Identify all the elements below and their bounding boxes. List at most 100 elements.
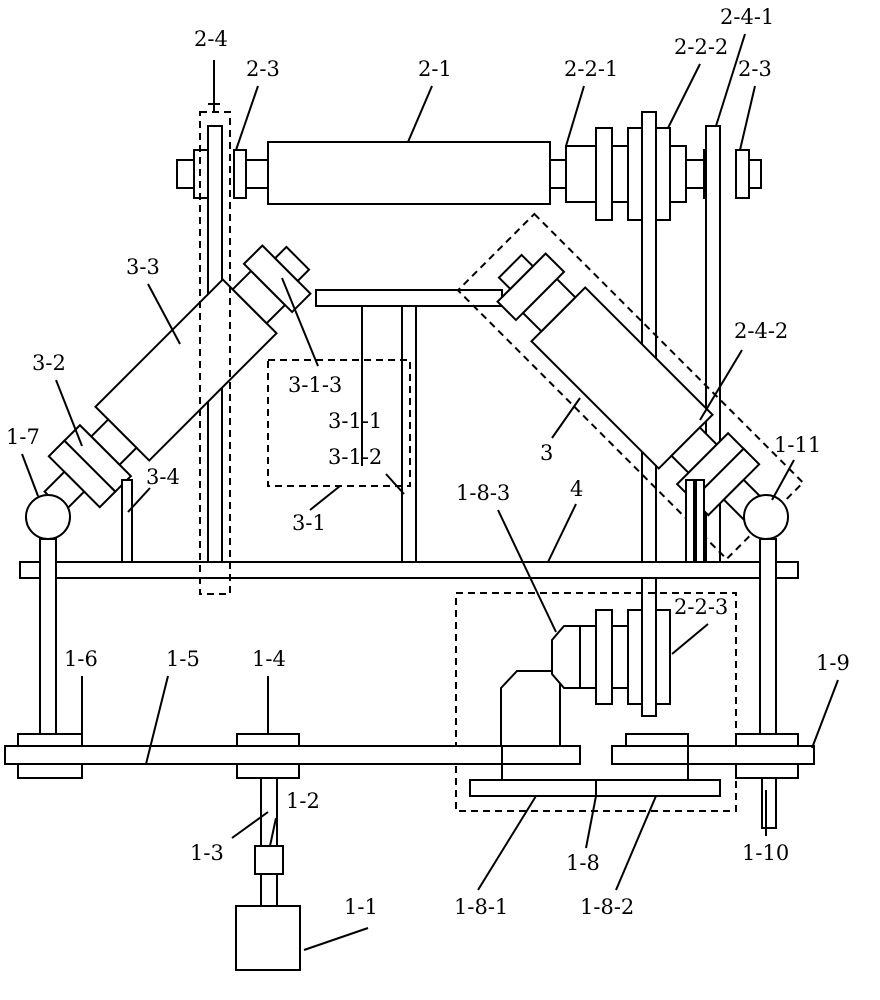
- lower-hub-2: [611, 625, 629, 689]
- shaft-1-3: [260, 777, 278, 847]
- leader-2-4-2: [699, 349, 743, 421]
- label-3-3: 3-3: [126, 255, 160, 279]
- label-2-2-1: 2-2-1: [564, 57, 618, 81]
- lower-hub-1: [579, 625, 597, 689]
- right-support-b: [695, 479, 705, 563]
- hub-2: [669, 145, 687, 203]
- leader-1-8-1: [477, 795, 537, 891]
- label-2-2-3: 2-2-3: [674, 595, 728, 619]
- label-1-7: 1-7: [6, 425, 40, 449]
- leader-2-2-2: [667, 63, 701, 129]
- motor-shaft: [260, 873, 278, 907]
- leader-1-8-3: [497, 509, 557, 633]
- leader-3-1-3: [281, 277, 319, 367]
- bearing-right-top: [625, 733, 689, 747]
- bearing-1-6-top: [17, 733, 83, 747]
- leader-2-4-1: [715, 33, 746, 127]
- top-roller-assembly: [176, 127, 762, 221]
- coupling-2-2-1: [565, 145, 597, 203]
- lower-pulley-disc-2-2-3: [627, 609, 643, 705]
- label-1-6: 1-6: [64, 647, 98, 671]
- right-shaft: [685, 159, 705, 189]
- label-4: 4: [570, 477, 583, 501]
- right-shaft-end: [748, 159, 762, 189]
- label-1-8-3: 1-8-3: [456, 481, 510, 505]
- label-2-2-2: 2-2-2: [674, 35, 728, 59]
- label-1-11: 1-11: [774, 433, 821, 457]
- leader-2-2-3: [671, 623, 709, 655]
- leader-3: [551, 397, 581, 439]
- label-2-4: 2-4: [194, 27, 228, 51]
- label-1-3: 1-3: [190, 841, 224, 865]
- leader-3-4: [127, 487, 151, 513]
- leader-1-3: [231, 811, 269, 839]
- leader-1-9: [811, 679, 839, 749]
- dashed-box-1-8: [455, 592, 737, 812]
- hub-1: [611, 145, 629, 203]
- label-1-8-2: 1-8-2: [580, 895, 634, 919]
- label-1-1: 1-1: [344, 895, 378, 919]
- pulley-disc-1: [595, 127, 613, 221]
- label-3-1: 3-1: [292, 511, 326, 535]
- part-labels: 2-4 2-3 2-1 2-2-1 2-2-2 2-4-1 2-3 3-3 3-…: [6, 5, 850, 919]
- label-1-10: 1-10: [742, 841, 789, 865]
- motor-1-1: [235, 905, 301, 971]
- label-3-1-3: 3-1-3: [288, 373, 342, 397]
- leader-3-1-2: [385, 473, 405, 495]
- leg-stub-1-10: [761, 777, 777, 829]
- label-1-4: 1-4: [252, 647, 286, 671]
- leader-1-1: [303, 927, 369, 951]
- lower-drive-assembly: [500, 609, 671, 747]
- leader-2-1: [407, 85, 433, 143]
- label-1-8: 1-8: [566, 851, 600, 875]
- leader-lines: [21, 33, 839, 951]
- label-1-2: 1-2: [286, 789, 320, 813]
- left-inclined-cylinder: [43, 244, 312, 513]
- label-1-8-1: 1-8-1: [454, 895, 508, 919]
- hinge-ball-1-11: [743, 494, 789, 540]
- main-roller: [267, 141, 551, 205]
- leader-1-11: [771, 459, 795, 501]
- bearing-1-4-top: [236, 733, 300, 747]
- right-collar-2: [735, 149, 750, 199]
- base-beam-right: [611, 745, 815, 765]
- label-2-3-left: 2-3: [246, 57, 280, 81]
- label-1-9: 1-9: [816, 651, 850, 675]
- leader-3-1: [309, 485, 341, 511]
- leader-1-7: [21, 453, 39, 497]
- coupling-1-2: [254, 845, 284, 875]
- right-support-a: [685, 479, 695, 563]
- hinge-ball-1-7: [25, 494, 71, 540]
- label-2-3-right: 2-3: [738, 57, 772, 81]
- base-beam-1-5: [4, 745, 581, 765]
- leader-1-2: [269, 817, 277, 847]
- leader-1-5: [145, 675, 169, 765]
- base-beam-assembly: [4, 733, 815, 797]
- bevel-1-8-3: [551, 625, 581, 689]
- gear-box-1-8-3: [500, 670, 561, 747]
- pulley-disc-2: [627, 127, 643, 221]
- right-cylinder-end-3: [497, 253, 535, 291]
- pulley-disc-3: [655, 127, 671, 221]
- right-leg: [759, 538, 777, 737]
- lower-pulley-disc-1: [595, 609, 613, 705]
- label-3-2: 3-2: [32, 351, 66, 375]
- label-1-5: 1-5: [166, 647, 200, 671]
- right-shaft-stub: [549, 159, 567, 189]
- left-support-3-4: [121, 479, 133, 563]
- top-plate-3-1-3: [315, 289, 503, 307]
- label-3-1-2: 3-1-2: [328, 445, 382, 469]
- label-2-1: 2-1: [418, 57, 452, 81]
- motor-drive: [235, 777, 301, 971]
- leader-1-8-2: [615, 795, 657, 891]
- label-3-4: 3-4: [146, 465, 180, 489]
- left-shaft: [245, 159, 269, 189]
- left-cylinder-end-3: [273, 245, 311, 283]
- leader-3-3: [147, 283, 181, 345]
- leader-3-2: [55, 379, 83, 447]
- label-3-1-1: 3-1-1: [328, 409, 382, 433]
- leader-1-8: [585, 795, 597, 849]
- bearing-1-9-top: [735, 733, 799, 747]
